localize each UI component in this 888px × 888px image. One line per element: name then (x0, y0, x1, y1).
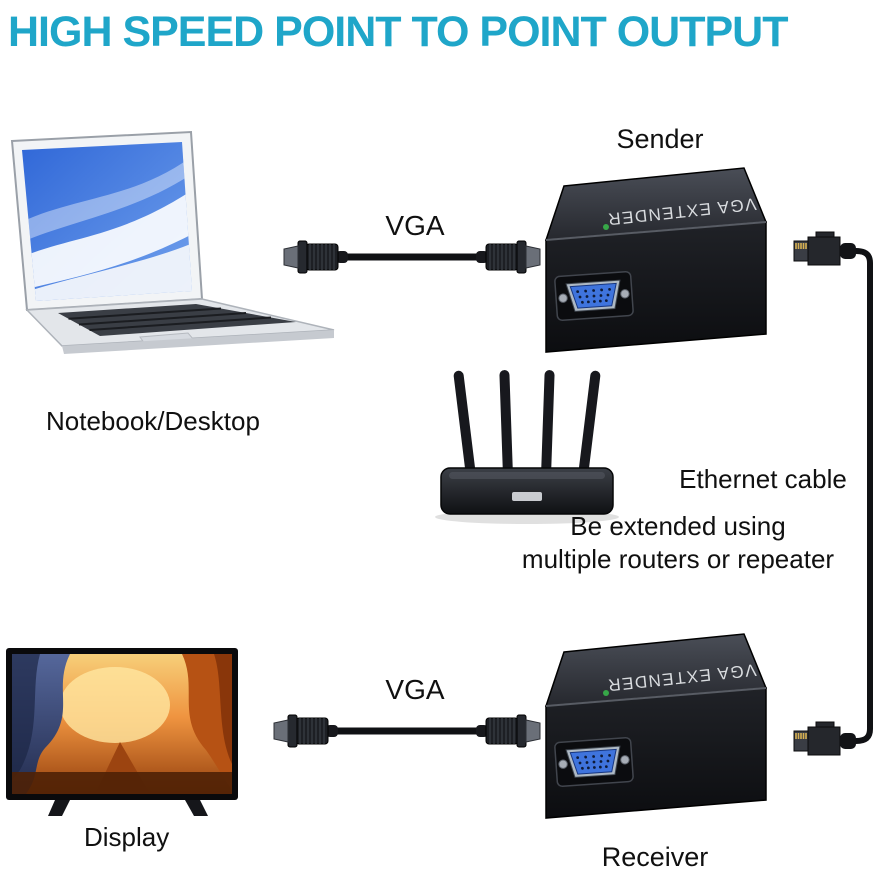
brand-mark (603, 224, 609, 230)
vga-label-top: VGA (385, 210, 445, 241)
router-label-patch (512, 492, 542, 501)
vga-plug-left (273, 714, 339, 748)
rj45-connector-top (793, 231, 857, 266)
page-title: HIGH SPEED POINT TO POINT OUTPUT (8, 8, 789, 56)
receiver-label: Receiver (601, 842, 709, 872)
extend-note: Be extended using multiple routers or re… (490, 510, 866, 576)
sender-extender-box (545, 167, 767, 353)
router-graphic (435, 370, 619, 524)
vga-plug-left (283, 240, 349, 274)
rj45-connector-bottom (793, 721, 857, 756)
brand-mark (603, 690, 609, 696)
ethernet-cable-label: Ethernet cable (679, 464, 847, 494)
ethernet-cable-graphic (793, 231, 873, 756)
tv-foot-left (48, 800, 70, 816)
tv-graphic (6, 648, 238, 816)
laptop-screen (22, 142, 192, 301)
vga-cable-top (283, 240, 541, 274)
extend-note-line1: Be extended using (570, 511, 786, 541)
vga-cable-bottom (273, 714, 541, 748)
vga-plug-right (475, 240, 541, 274)
extend-note-line2: multiple routers or repeater (521, 544, 835, 574)
display-label: Display (84, 822, 170, 852)
vga-label-bottom: VGA (385, 674, 445, 705)
tv-screen (12, 654, 232, 794)
sender-label: Sender (616, 124, 704, 154)
tv-foot-right (185, 800, 208, 816)
vga-plug-right (475, 714, 541, 748)
notebook-desktop-label: Notebook/Desktop (46, 406, 260, 436)
laptop-graphic (10, 130, 335, 354)
receiver-extender-box (545, 633, 767, 819)
